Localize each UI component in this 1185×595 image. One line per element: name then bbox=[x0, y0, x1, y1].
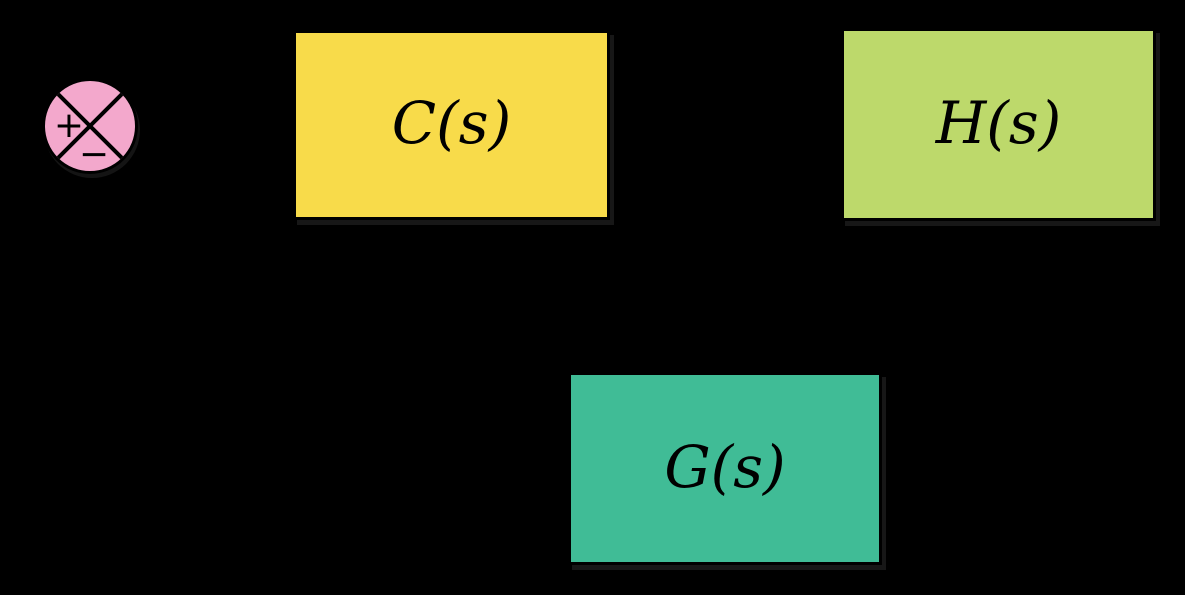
sensor-block: H(s) bbox=[841, 28, 1156, 221]
plant-block-label: G(s) bbox=[664, 432, 786, 501]
plus-sign-label: + bbox=[53, 105, 85, 146]
controller-block: C(s) bbox=[293, 30, 610, 220]
controller-block-label: C(s) bbox=[391, 89, 512, 157]
minus-sign-label: − bbox=[78, 134, 110, 174]
summing-junction-icon: + − bbox=[42, 78, 138, 174]
sensor-block-label: H(s) bbox=[935, 88, 1062, 157]
plant-block: G(s) bbox=[568, 372, 882, 565]
